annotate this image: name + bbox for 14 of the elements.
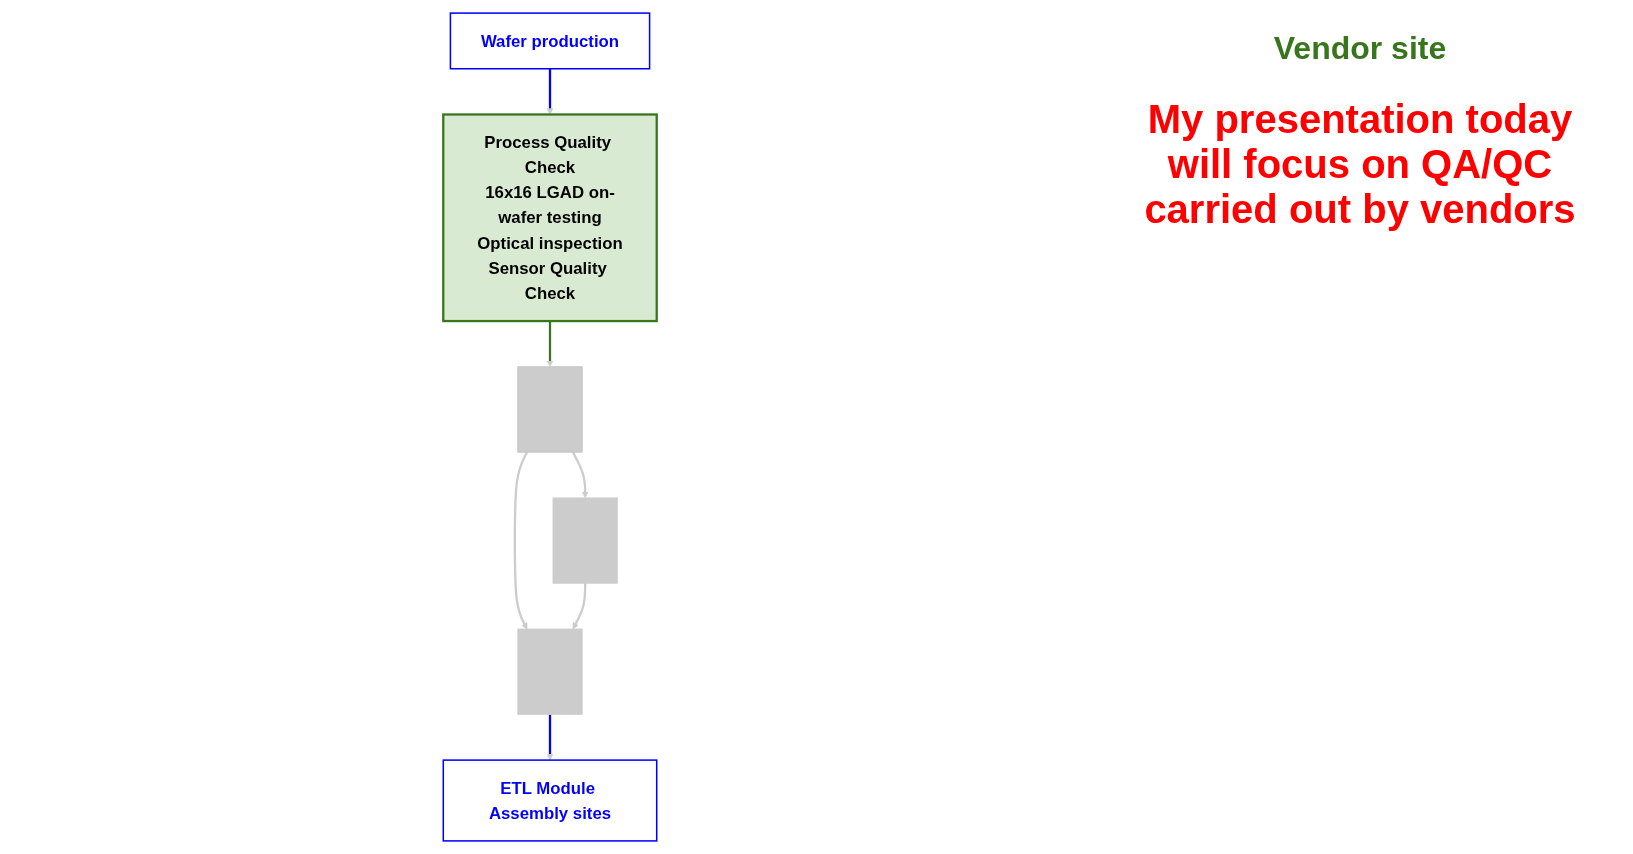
arrow xyxy=(546,321,554,368)
node-box xyxy=(517,366,583,453)
arrow xyxy=(546,68,554,115)
note-text: My presentation today will focus on QA/QC carried out by vendors xyxy=(1143,97,1577,232)
node-box: ETL Module Assembly sites xyxy=(442,759,658,842)
region-label: Vendor site xyxy=(1272,30,1448,67)
node-box xyxy=(552,497,618,584)
arrow xyxy=(513,451,529,630)
node-box: Process Quality Check 16x16 LGAD on-wafer testing Optical inspection Sensor Quality Check xyxy=(442,113,658,323)
arrow xyxy=(571,451,589,499)
node-box: Wafer production xyxy=(449,12,651,70)
arrow xyxy=(572,583,587,630)
node-box xyxy=(517,628,583,715)
arrow xyxy=(546,714,554,761)
